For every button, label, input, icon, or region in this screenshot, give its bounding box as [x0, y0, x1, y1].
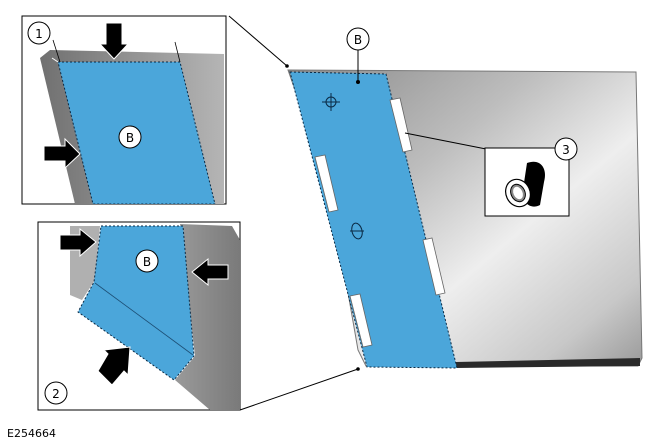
svg-text:1: 1	[35, 27, 43, 41]
figure-id: E254664	[7, 427, 56, 440]
callout-1: 1	[27, 21, 51, 45]
svg-text:B: B	[143, 255, 151, 269]
inset-2: B 2	[37, 221, 241, 411]
clips	[314, 97, 446, 348]
callout-3: 3	[554, 137, 578, 161]
arrow-left-icon	[191, 257, 229, 287]
svg-text:B: B	[126, 131, 134, 145]
callout-b-inset-2: B	[135, 249, 159, 273]
svg-text:3: 3	[562, 143, 570, 157]
protective-film-b	[289, 71, 458, 369]
panel-bottom-edge	[456, 358, 640, 368]
svg-text:2: 2	[52, 387, 60, 401]
oval-hole-icon	[350, 222, 364, 240]
inset-1: 1 B	[21, 15, 227, 205]
callout-b-inset-1: B	[118, 125, 142, 149]
alignment-mark-icon	[322, 93, 340, 111]
arrow-up-right-icon	[97, 346, 131, 386]
arrow-right-icon	[43, 137, 81, 170]
svg-text:B: B	[354, 33, 362, 47]
callout-b-main: B	[346, 27, 370, 51]
arrow-right-icon	[59, 227, 97, 258]
callout-2: 2	[44, 381, 68, 405]
main-view: B 3	[228, 15, 643, 411]
arrow-down-icon	[98, 22, 130, 60]
adhesive-tape-roll-icon	[505, 161, 546, 208]
